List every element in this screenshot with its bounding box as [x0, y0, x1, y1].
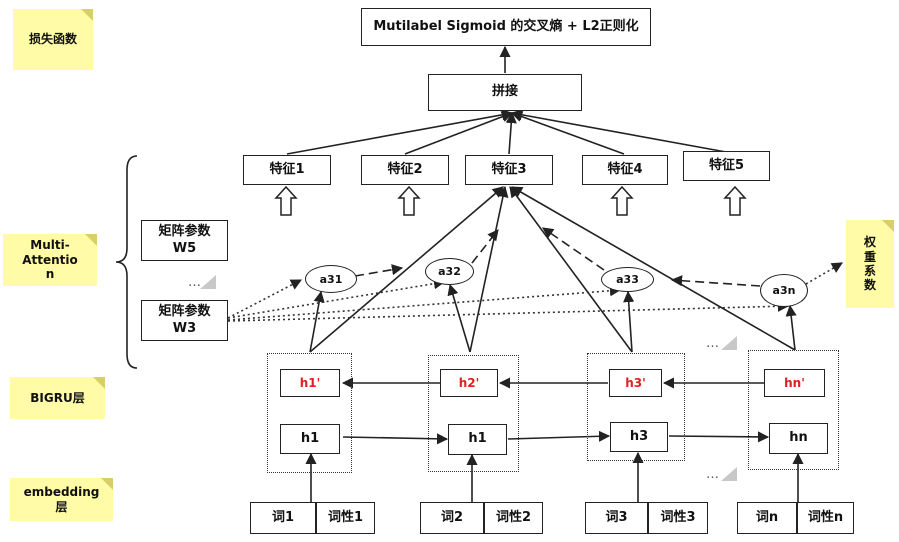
dot-a3n-to-weight — [805, 262, 843, 285]
hollow-arrow-5 — [723, 185, 747, 216]
dot-w3-to-a32 — [227, 278, 446, 319]
feature-box-2: 特征2 — [361, 155, 449, 185]
arrow-h2-to-h3 — [507, 430, 611, 442]
note-fold — [101, 478, 113, 490]
attention-a31: a31 — [305, 265, 357, 293]
concat-box: 拼接 — [428, 74, 582, 111]
line-hn-to-feature3 — [511, 186, 796, 351]
hidden-back-h2: h2' — [440, 369, 498, 397]
arrow-feature5-to-concat — [510, 109, 727, 153]
embedding-pos-2: 词性2 — [484, 502, 543, 534]
note-fold — [81, 9, 93, 21]
attention-a33: a33 — [601, 267, 654, 292]
hidden-back-h3: h3' — [609, 369, 662, 397]
hollow-arrows — [274, 185, 747, 216]
matrix-ellipsis-mark — [200, 275, 216, 289]
attention-a32: a32 — [425, 258, 474, 285]
embedding-ellipsis: … — [706, 467, 720, 482]
note-fold — [882, 220, 894, 232]
line-h1-to-feature3 — [309, 186, 504, 353]
hidden-fwd-h1: h1 — [280, 424, 340, 454]
dot-w3-to-a31 — [227, 279, 302, 319]
bigru-unit-n — [748, 350, 839, 470]
hidden-fwd-h3: h3 — [610, 422, 668, 452]
feature-box-4: 特征4 — [582, 155, 668, 185]
arrow-h1-to-a31 — [309, 290, 325, 353]
embedding-word-n: 词n — [737, 502, 797, 534]
dot-w3-to-a3n — [227, 300, 790, 322]
matrix-w3-box: 矩阵参数 W3 — [141, 300, 228, 341]
note-fold — [93, 377, 105, 389]
embedding-pos-n: 词性n — [797, 502, 854, 534]
attention-a3n: a3n — [760, 274, 808, 307]
bigru-ellipsis: … — [706, 336, 720, 351]
hidden-fwd-h2: h1 — [448, 424, 507, 455]
arrow-h3-to-hn — [668, 431, 770, 443]
bigru-ellipsis-mark — [721, 336, 737, 350]
note-fold — [85, 234, 97, 246]
arrow-h1-to-h2 — [342, 433, 449, 445]
feature-box-3: 特征3 — [465, 155, 553, 185]
loss-box: Mutilabel Sigmoid 的交叉熵 + L2正则化 — [361, 8, 651, 46]
feature-box-1: 特征1 — [243, 155, 331, 185]
hidden-back-h1: h1' — [280, 369, 340, 397]
hollow-arrow-2 — [397, 185, 421, 216]
hollow-arrow-1 — [274, 185, 298, 216]
matrix-ellipsis: … — [188, 275, 202, 290]
arrow-feature3-to-concat — [505, 111, 517, 155]
note-weight-coefficient: 权 重 系 数 — [846, 220, 894, 308]
dash-a32-to-feature3 — [471, 229, 499, 264]
dash-a31-to-a32 — [354, 264, 404, 277]
matrix-w5-box: 矩阵参数 W5 — [141, 220, 228, 261]
bigru-unit-3 — [587, 353, 685, 461]
dash-a3n-to-a33 — [670, 275, 761, 287]
dash-a33-to-feature3 — [542, 227, 605, 271]
dot-w3-to-a33 — [227, 285, 622, 321]
hidden-back-hn: hn' — [764, 369, 825, 397]
bigru-unit-2 — [428, 355, 519, 472]
arrow-feature1-to-concat — [286, 109, 514, 155]
embedding-word-3: 词3 — [585, 502, 648, 534]
note-multi-attention: Multi- Attentio n — [3, 234, 97, 286]
note-loss-function: 损失函数 — [13, 9, 93, 70]
hidden-fwd-hn: hn — [769, 423, 828, 454]
arrow-h2-to-a32 — [447, 283, 471, 353]
line-h2-to-feature3 — [469, 185, 509, 353]
note-embedding: embedding 层 — [10, 478, 113, 521]
feature-box-5: 特征5 — [683, 151, 770, 181]
embedding-pos-1: 词性1 — [316, 502, 375, 534]
arrow-feature2-to-concat — [404, 111, 514, 155]
arrow-hn-to-a3n — [785, 304, 797, 351]
embedding-word-1: 词1 — [250, 502, 316, 534]
arrow-h3-to-a33 — [623, 290, 635, 353]
embedding-ellipsis-mark — [721, 467, 737, 481]
line-h3-to-feature3 — [509, 186, 633, 353]
embedding-word-2: 词2 — [420, 502, 484, 534]
hollow-arrow-4 — [610, 185, 634, 216]
arrow-feature4-to-concat — [510, 111, 625, 155]
embedding-pos-3: 词性3 — [648, 502, 708, 534]
bigru-unit-1 — [267, 353, 352, 473]
note-bigru: BIGRU层 — [10, 377, 105, 419]
multi-attention-brace — [115, 155, 138, 369]
